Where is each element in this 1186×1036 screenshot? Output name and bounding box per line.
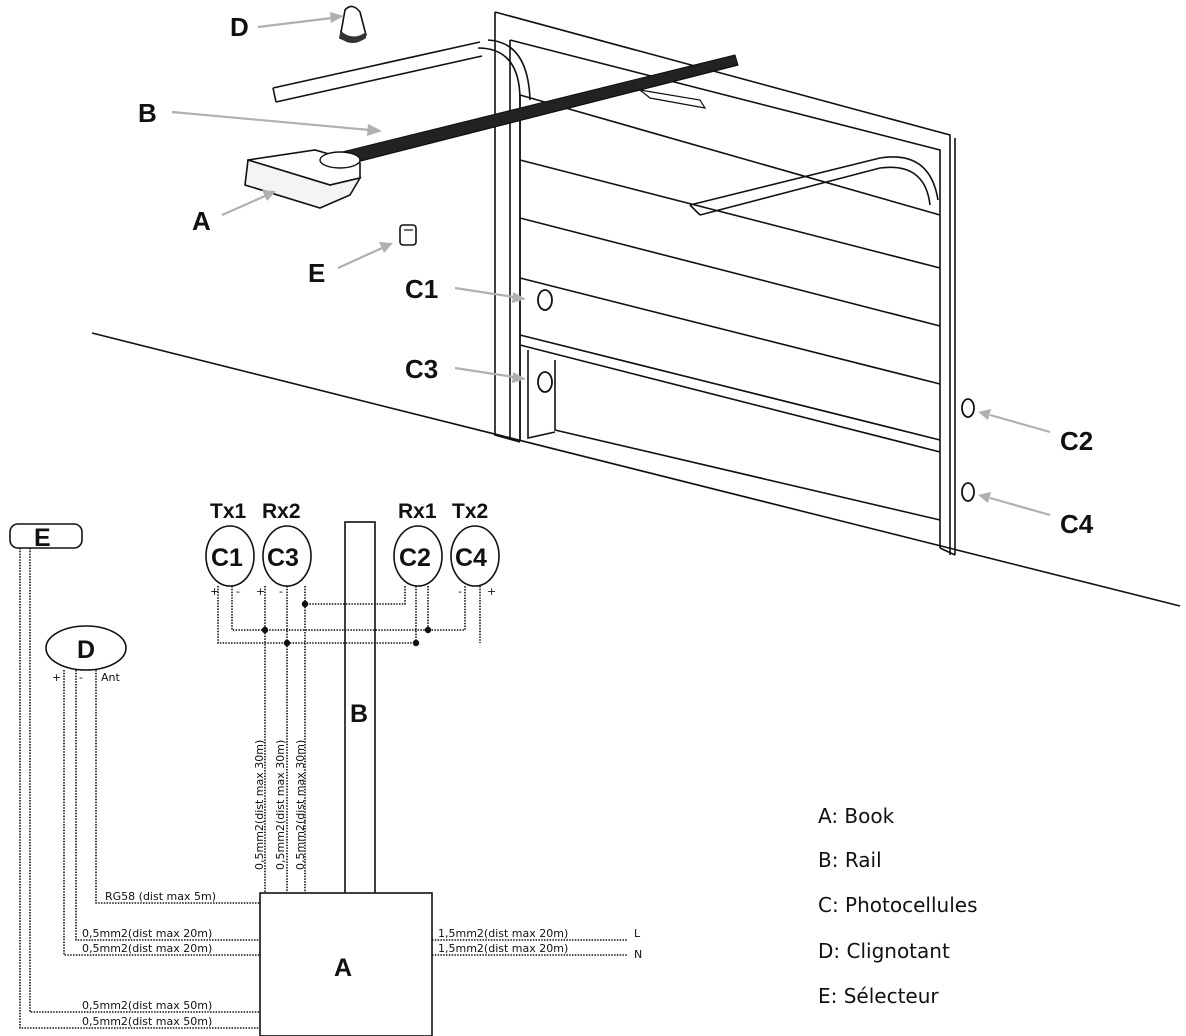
cell-c3-id: C3 — [267, 544, 299, 572]
flasher-pin-plus: + — [52, 671, 61, 684]
guide-rail-left-outer — [487, 39, 531, 101]
schematic-control-box — [259, 892, 433, 1036]
door-panel-line-1 — [519, 94, 941, 216]
rail-body — [329, 54, 739, 169]
photocell-c2 — [961, 398, 975, 418]
schematic-selector-label: E — [34, 524, 51, 552]
photocell-c3 — [537, 371, 553, 393]
upper-track-bottom — [275, 55, 483, 103]
rail-edge — [332, 64, 739, 169]
cell-c4-role: Tx2 — [452, 500, 488, 523]
guide-rail-right-inner — [699, 166, 931, 216]
guide-rail-left — [477, 47, 521, 440]
door-panel-line-5 — [519, 334, 941, 441]
callout-c1: C1 — [405, 274, 438, 304]
garage-illustration: D B A E C1 C3 C2 C4 — [91, 5, 1181, 607]
cell-c3-role: Rx2 — [262, 500, 301, 523]
schematic-flasher-label: D — [77, 636, 95, 664]
cell-c4-pin-minus: - — [458, 585, 462, 598]
legend-item-b: B: Rail — [818, 848, 882, 872]
cell-c1-pin-plus: + — [210, 585, 219, 598]
callout-arrows — [171, 12, 1051, 517]
rail-carriage — [637, 89, 707, 109]
wire-rg58-label: RG58 (dist max 5m) — [105, 890, 216, 903]
schematic-cell-c3: Rx2 C3 + - — [256, 500, 312, 598]
wire-power-n-end: N — [634, 948, 642, 961]
door-opening-bottom — [554, 360, 941, 521]
legend-item-d: D: Clignotant — [818, 939, 950, 963]
vertical-cables: 0,5mm2(dist max 30m) 0,5mm2(dist max 30m… — [253, 604, 307, 893]
door-frame-left — [494, 12, 521, 443]
cell-c4-pin-plus: + — [487, 585, 496, 598]
cell-c2-role: Rx1 — [398, 500, 437, 523]
legend-item-c: C: Photocellules — [818, 893, 977, 917]
photocell-c1 — [537, 289, 553, 311]
door-frame-top — [494, 11, 951, 555]
power-cables: 1,5mm2(dist max 20m) 1,5mm2(dist max 20m… — [432, 927, 642, 961]
cell-c1-pin-minus: - — [236, 585, 240, 598]
legend: A: Book B: Rail C: Photocellules D: Clig… — [818, 804, 977, 1008]
schematic-rail — [344, 521, 376, 895]
photocell-bus — [217, 586, 481, 647]
callout-e: E — [308, 258, 325, 288]
callout-a: A — [192, 206, 211, 236]
cell-c3-pin-plus: + — [256, 585, 265, 598]
wiring-schematic: E D + - Ant B A Tx1 C1 + - Rx2 C3 + - Rx… — [9, 500, 642, 1036]
cell-c1-role: Tx1 — [210, 500, 247, 523]
schematic-rail-label: B — [350, 700, 368, 728]
wire-power-l-label: 1,5mm2(dist max 20m) — [438, 927, 568, 940]
schematic-cell-c2: Rx1 C2 — [393, 500, 443, 587]
door-opening-left — [527, 350, 556, 439]
callout-c2: C2 — [1060, 426, 1093, 456]
cell-c1-id: C1 — [211, 544, 243, 572]
upper-track-top — [272, 41, 481, 89]
schematic-selector-box — [9, 523, 83, 549]
wire-flasher-2-label: 0,5mm2(dist max 20m) — [82, 942, 212, 955]
motor-gear — [319, 151, 361, 169]
schematic-flasher — [45, 625, 127, 671]
legend-item-e: E: Sélecteur — [818, 984, 939, 1008]
guide-rail-right-end — [689, 204, 701, 216]
wire-flasher-1-label: 0,5mm2(dist max 20m) — [82, 927, 212, 940]
floor-line — [91, 332, 1181, 607]
selector-device — [399, 224, 417, 246]
flasher-pin-minus: - — [79, 671, 83, 684]
door-frame-right-foot — [939, 547, 956, 556]
door-frame-inner-top — [509, 39, 941, 548]
callout-c3: C3 — [405, 354, 438, 384]
wire-selector-1-label: 0,5mm2(dist max 50m) — [82, 999, 212, 1012]
callout-c4: C4 — [1060, 509, 1094, 539]
motor-body — [244, 158, 362, 209]
door-panel-line-3 — [519, 217, 941, 327]
vertical-wire-label-1: 0,5mm2(dist max 30m) — [253, 740, 266, 870]
wire-power-n-label: 1,5mm2(dist max 20m) — [438, 942, 568, 955]
vertical-wire-label-3: 0,5mm2(dist max 30m) — [294, 740, 307, 870]
door-panel-line-2 — [519, 159, 941, 269]
cell-c4-id: C4 — [455, 544, 487, 572]
cell-c3-pin-minus: - — [279, 585, 283, 598]
vertical-wire-label-2: 0,5mm2(dist max 30m) — [274, 740, 287, 870]
callout-d: D — [230, 12, 249, 42]
legend-item-a: A: Book — [818, 804, 895, 828]
flasher-device — [339, 5, 367, 43]
schematic-control-box-label: A — [334, 954, 352, 982]
flasher-pin-ant: Ant — [101, 671, 120, 684]
photocell-c4 — [961, 482, 975, 502]
left-cables: RG58 (dist max 5m) 0,5mm2(dist max 20m) … — [19, 548, 260, 1029]
upper-track-end — [272, 87, 277, 103]
guide-rail-right — [689, 156, 939, 206]
door-panel-line-6 — [519, 344, 941, 453]
schematic-cell-c4: Tx2 C4 - + — [450, 500, 500, 598]
door-panel-line-4 — [519, 277, 941, 385]
wire-power-l-end: L — [634, 927, 641, 940]
wire-selector-2-label: 0,5mm2(dist max 50m) — [82, 1015, 212, 1028]
cell-c2-id: C2 — [399, 544, 431, 572]
schematic-cell-c1: Tx1 C1 + - — [205, 500, 255, 598]
callout-b: B — [138, 98, 157, 128]
